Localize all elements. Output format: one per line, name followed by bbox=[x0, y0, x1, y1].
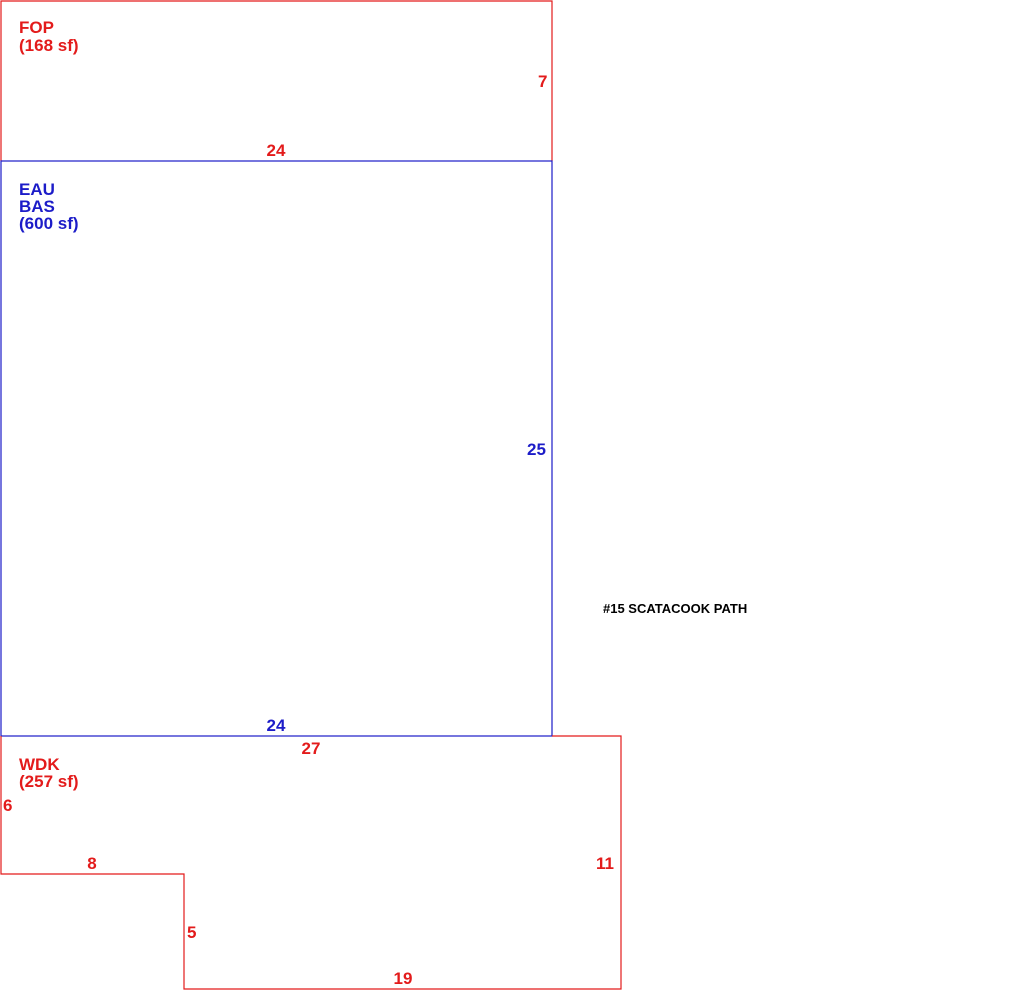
fop-dim-depth: 7 bbox=[538, 72, 547, 91]
bas-code-top: EAU bbox=[19, 180, 55, 199]
wdk-code: WDK bbox=[19, 755, 60, 774]
wdk-dim-step-v: 5 bbox=[187, 923, 196, 942]
wdk-dim-left: 6 bbox=[3, 796, 12, 815]
wdk-dim-top: 27 bbox=[302, 739, 321, 758]
bas-area: (600 sf) bbox=[19, 214, 79, 233]
bas-outline bbox=[0, 160, 553, 737]
fop-code: FOP bbox=[19, 18, 54, 37]
fop-area: (168 sf) bbox=[19, 36, 79, 55]
wdk-dim-step-h: 8 bbox=[87, 854, 96, 873]
wdk-dim-right: 11 bbox=[596, 854, 614, 873]
wdk-dim-bottom: 19 bbox=[394, 969, 413, 988]
wdk-outline bbox=[0, 735, 622, 990]
bas-code: BAS bbox=[19, 197, 55, 216]
wdk-area: (257 sf) bbox=[19, 772, 79, 791]
fop-outline bbox=[0, 0, 553, 161]
property-address: #15 SCATACOOK PATH bbox=[603, 601, 747, 616]
fop-dim-width: 24 bbox=[267, 141, 286, 160]
bas-dim-right: 25 bbox=[527, 440, 546, 459]
bas-dim-bottom: 24 bbox=[267, 716, 286, 735]
